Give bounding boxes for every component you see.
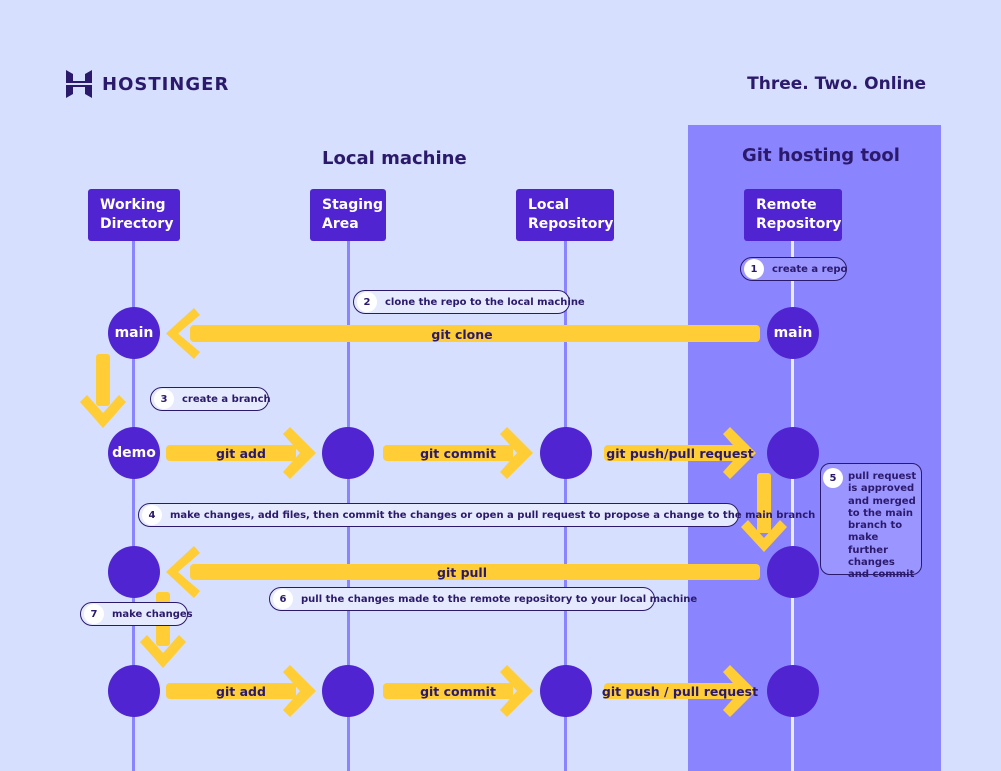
step-text: make changes: [112, 608, 193, 620]
git-push-arrow-2: [604, 665, 756, 717]
step-number: 3: [154, 389, 174, 409]
working-main-node: main: [108, 307, 160, 359]
step-4: 4 make changes, add files, then commit t…: [138, 503, 815, 527]
git-add-label-1: git add: [216, 446, 266, 461]
local-repo-node: [540, 665, 592, 717]
local-machine-title: Local machine: [322, 148, 467, 169]
staging-node: [322, 427, 374, 479]
step-7: 7 make changes: [80, 602, 193, 626]
step-2: 2 clone the repo to the local machine: [353, 290, 585, 314]
step-number: 1: [744, 259, 764, 279]
step-3: 3 create a branch: [150, 387, 271, 411]
step-5: 5 pull request is approved and merged to…: [820, 463, 922, 580]
step-number: 2: [357, 292, 377, 312]
branch-arrow: [80, 354, 126, 428]
git-push-arrow-1: [604, 427, 756, 479]
local-repo-node: [540, 427, 592, 479]
step-text: clone the repo to the local machine: [385, 296, 585, 308]
git-clone-label: git clone: [431, 327, 493, 342]
git-commit-label-1: git commit: [420, 446, 496, 461]
tagline: Three. Two. Online: [747, 74, 926, 94]
remote-node: [767, 427, 819, 479]
remote-repo-lifeline: [791, 240, 794, 771]
step-number: 5: [823, 468, 843, 488]
git-push-label-2: git push / pull request: [601, 684, 759, 699]
working-dir-lifeline: [132, 240, 135, 771]
git-pull-arrow: [166, 546, 760, 598]
hostinger-logo-icon: [66, 70, 92, 98]
remote-node: [767, 546, 819, 598]
step-6: 6 pull the changes made to the remote re…: [269, 587, 697, 611]
git-commit-arrow-2: [383, 665, 533, 717]
git-add-label-2: git add: [216, 684, 266, 699]
working-demo-node: demo: [108, 427, 160, 479]
staging-node: [322, 665, 374, 717]
step-number: 4: [142, 505, 162, 525]
brand-name: HOSTINGER: [102, 73, 230, 95]
step-text: create a repo: [772, 263, 848, 275]
step-number: 6: [273, 589, 293, 609]
git-clone-arrow: [166, 308, 760, 359]
step-1: 1 create a repo: [740, 257, 847, 281]
merge-arrow: [741, 473, 787, 552]
step-text: make changes, add files, then commit the…: [170, 509, 816, 521]
remote-main-node: main: [767, 307, 819, 359]
step-text: pull the changes made to the remote repo…: [301, 593, 698, 605]
step-number: 7: [84, 604, 104, 624]
working-node: [108, 665, 160, 717]
git-pull-label: git pull: [437, 565, 487, 580]
remote-node: [767, 665, 819, 717]
git-add-arrow-1: [166, 427, 316, 479]
git-push-label-1: git push/pull request: [606, 446, 754, 461]
git-hosting-title: Git hosting tool: [742, 145, 900, 166]
working-node: [108, 546, 160, 598]
git-add-arrow-2: [166, 665, 316, 717]
step-text: create a branch: [182, 393, 271, 405]
step-text: pull request is approved and merged to t…: [848, 471, 917, 581]
git-commit-arrow-1: [383, 427, 533, 479]
brand: HOSTINGER: [66, 70, 229, 98]
git-commit-label-2: git commit: [420, 684, 496, 699]
